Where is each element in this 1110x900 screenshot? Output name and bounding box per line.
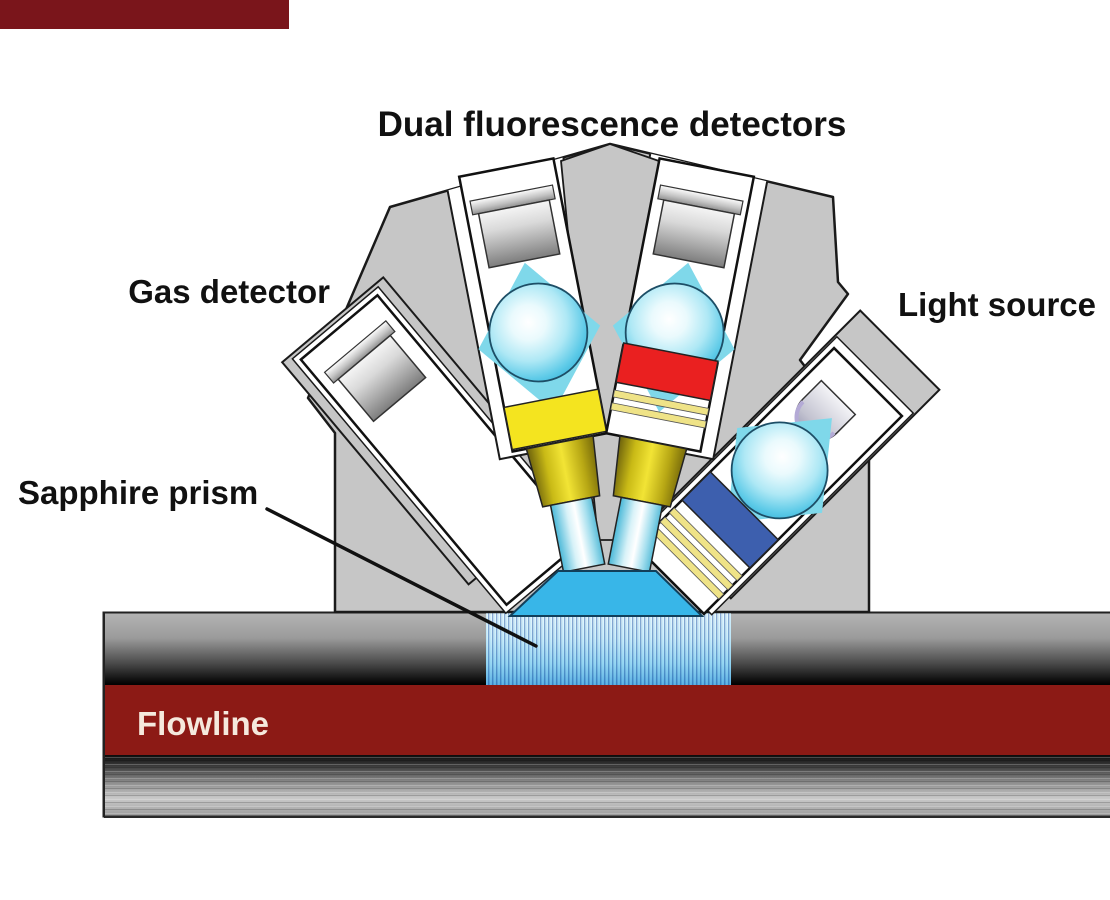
pipe-lower-streaks [104,755,1110,817]
right-detector-stripe-1 [612,389,710,416]
left-light-pipe [549,496,606,573]
sapphire-prism-shape [507,570,705,617]
corner-accent-bar [0,0,289,29]
flowline-red-band [104,685,1110,755]
filter-band-red [615,342,719,402]
sapphire-prism-leader-line [265,507,538,648]
light-source [634,309,941,616]
light-beam [486,613,731,685]
filter-band-yellow [503,388,608,451]
diagram-title: Dual fluorescence detectors [378,105,847,144]
filter-band-blue [680,470,780,570]
left-ball-lens [488,282,589,383]
label-sapphire-prism: Sapphire prism [18,474,258,511]
light-source-stripe-2 [659,516,734,591]
label-flowline: Flowline [137,705,269,742]
pipe-bottom-edge [104,815,1110,818]
label-gas-detector: Gas detector [128,273,330,310]
right-detector-stripe-2 [610,402,707,429]
right-pmt-window [652,199,736,269]
left-coupler-cylinder [525,435,601,508]
gas-detector [280,275,593,615]
fluorescence-detector-left [457,156,609,573]
beam-rays [486,613,731,685]
right-coupler-cylinder [612,435,688,508]
pipe-left-edge [102,611,105,818]
light-source-stripe-1 [668,507,743,582]
fluorescence-detector-right [604,156,756,573]
left-pmt-window [477,199,561,269]
housing-center-wedge [560,143,660,541]
label-light-source: Light source [898,286,1096,323]
right-light-pipe [607,496,664,573]
gas-detector-window [337,334,427,423]
light-source-ball-lens [730,421,829,520]
